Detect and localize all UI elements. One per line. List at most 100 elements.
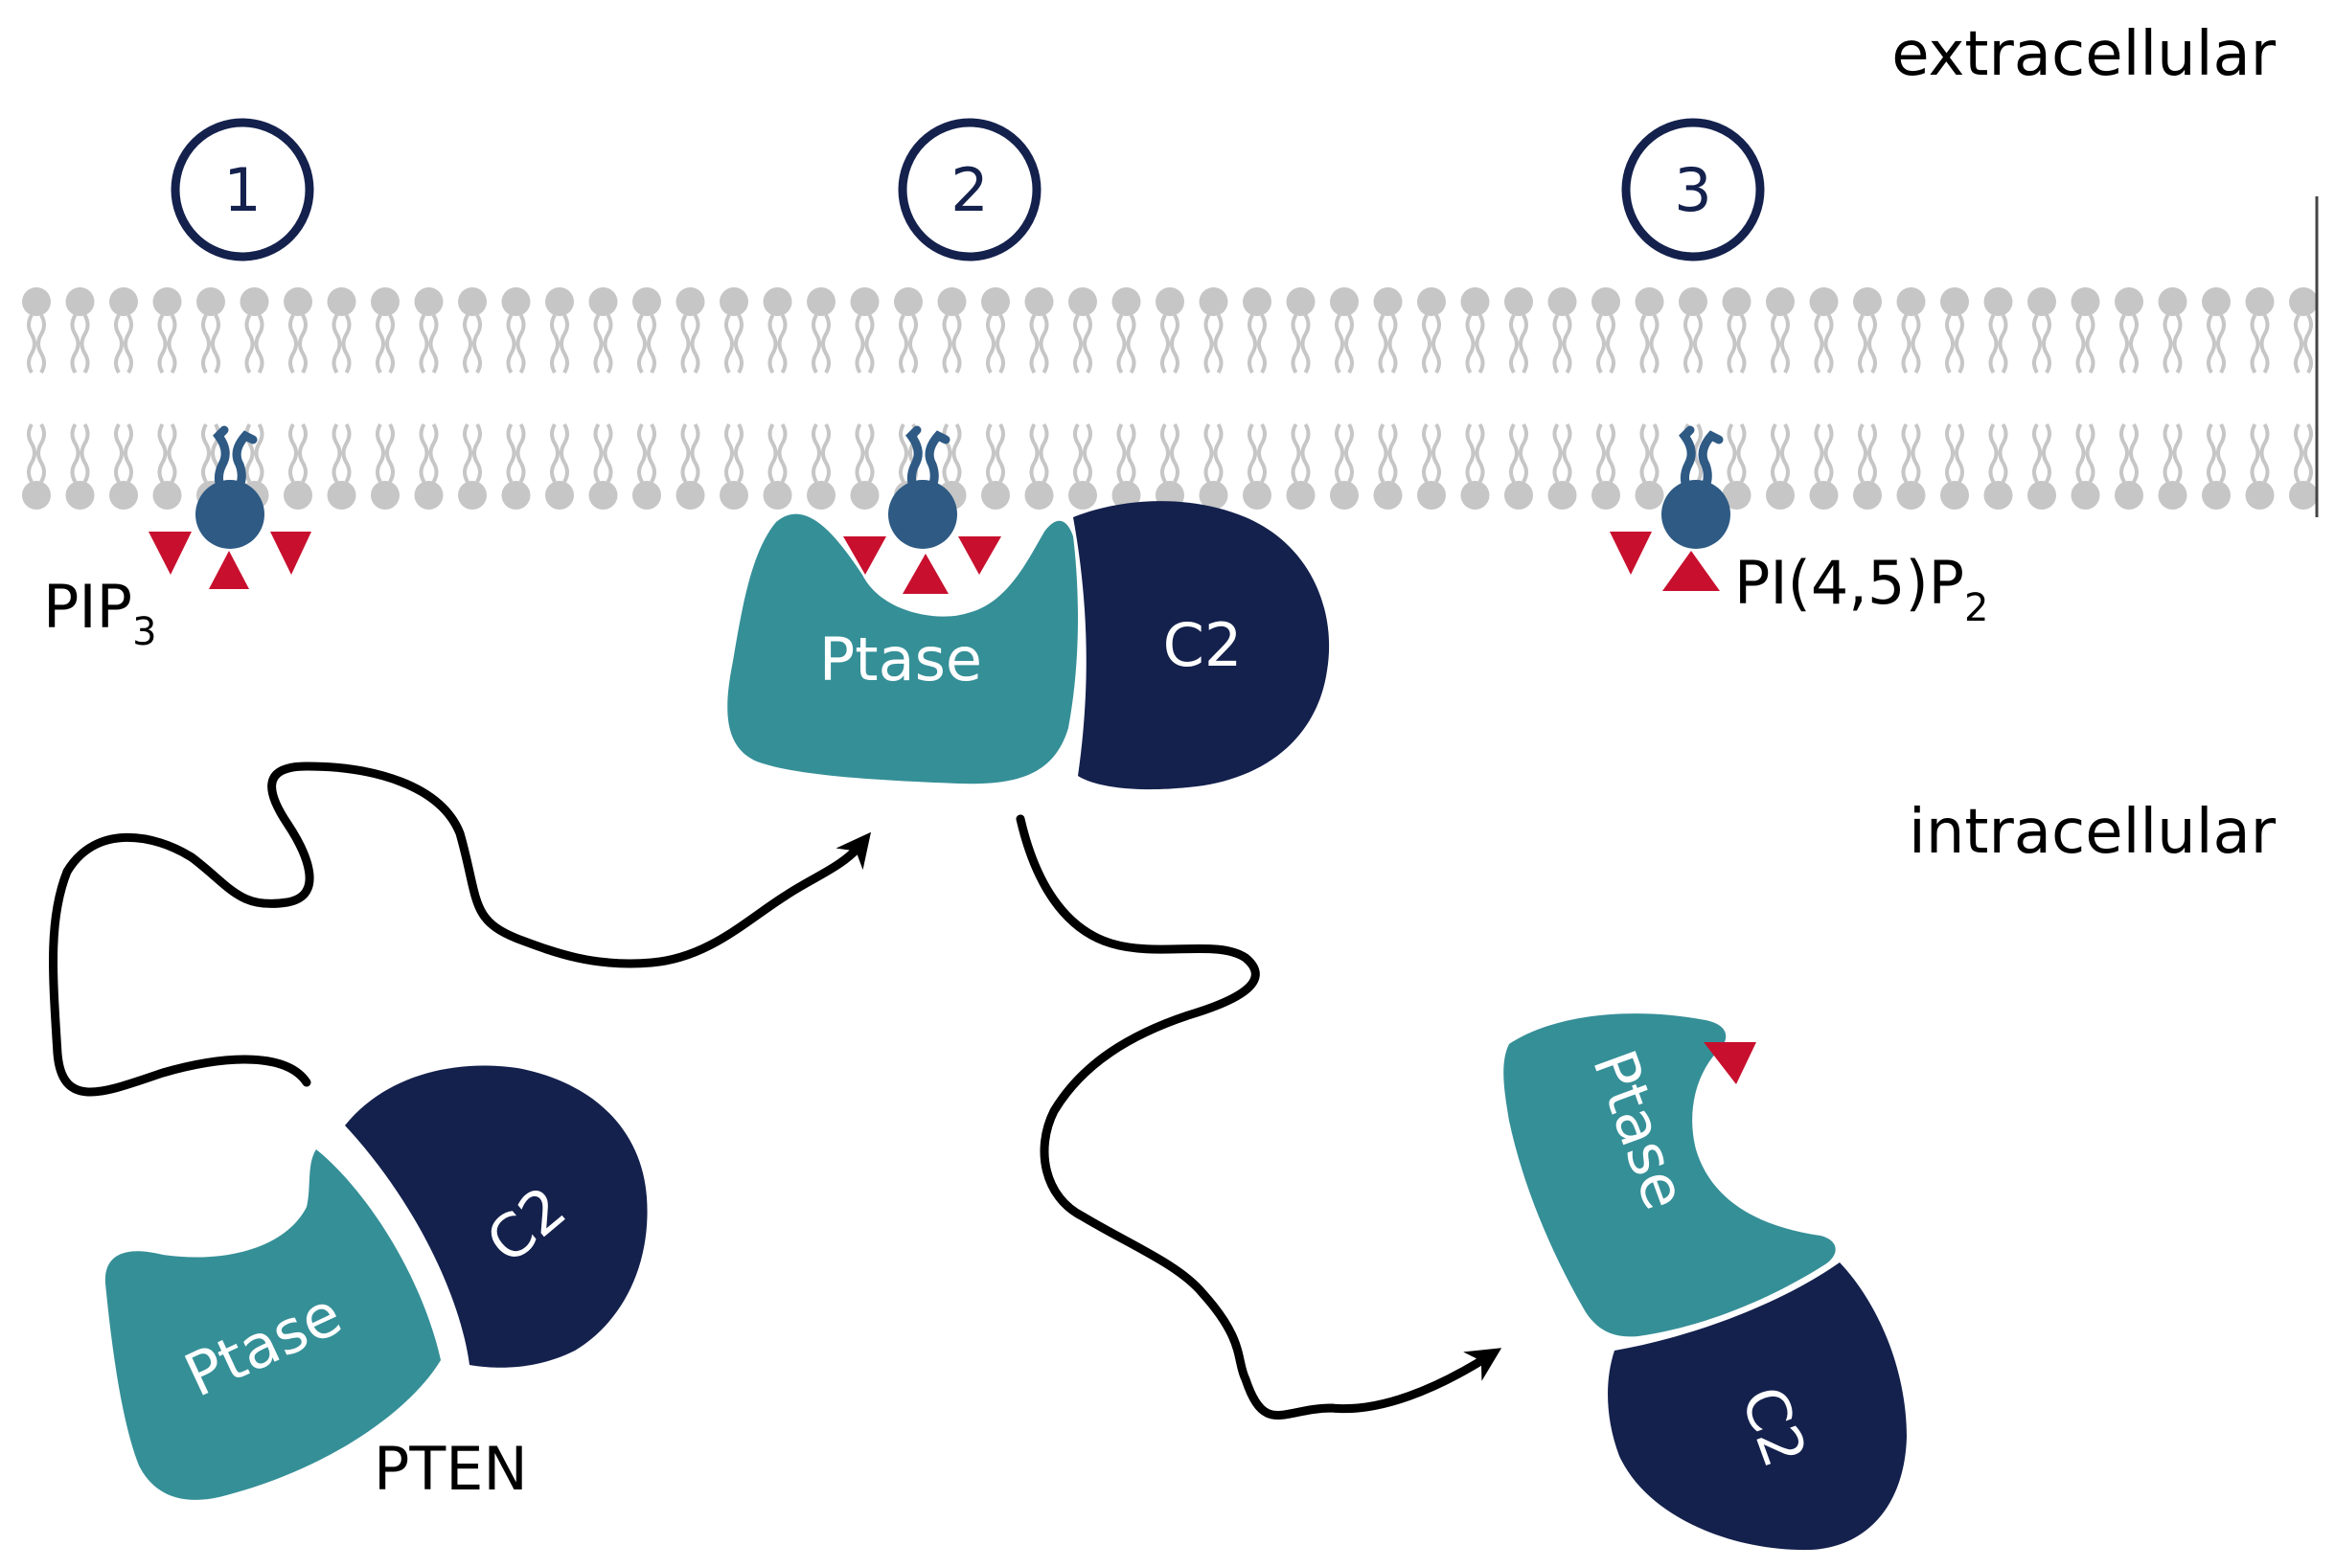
phospholipid-outer	[1110, 285, 1143, 375]
phospholipid-outer	[1154, 285, 1186, 375]
step-circle-1: 1	[171, 118, 314, 261]
phospholipid-outer	[1502, 285, 1535, 375]
phosphate-triangle	[1704, 1042, 1756, 1084]
phospholipid-outer	[1677, 285, 1709, 375]
phospholipid-inner	[2026, 422, 2058, 511]
pten-cytosolic: C2 Ptase	[104, 1065, 648, 1500]
c2-domain	[345, 1065, 648, 1368]
pi45p2-label-main: PI(4,5)P	[1734, 548, 1964, 618]
phospholipid-outer	[325, 285, 358, 375]
pi45p2-lipid	[1610, 430, 1730, 591]
phospholipid-outer	[2243, 285, 2277, 375]
step-circle-2: 2	[898, 118, 1042, 261]
phospholipid-outer	[1415, 285, 1448, 375]
phospholipid-inner	[2156, 422, 2189, 511]
phospholipid-outer	[1545, 285, 1579, 375]
phospholipid-inner	[718, 422, 750, 511]
phospholipid-inner	[805, 422, 837, 511]
phospholipid-inner	[979, 422, 1012, 511]
pip3-lipid	[149, 430, 311, 589]
phosphate-triangle	[843, 536, 1001, 594]
phospholipid-inner	[1022, 422, 1056, 511]
phosphate-triangle	[1610, 532, 1720, 591]
phospholipid-outer	[1938, 285, 1971, 375]
phospholipid-outer	[282, 285, 314, 375]
phospholipid-inner	[107, 422, 140, 511]
phospholipid-outer	[1590, 285, 1622, 375]
phospholipid-outer	[1807, 285, 1841, 375]
phospholipid-inner	[1981, 422, 2015, 511]
phospholipid-inner	[761, 422, 794, 511]
phospholipid-inner	[1154, 422, 1186, 511]
phospholipid-outer	[761, 285, 794, 375]
phospholipid-outer	[979, 285, 1012, 375]
pten-membrane-bound: Ptase C2	[727, 430, 1330, 790]
phospholipid-inner	[1371, 422, 1405, 511]
pten-released: Ptase C2	[1503, 1013, 1907, 1551]
phospholipid-outer	[2156, 285, 2189, 375]
phosphate-triangle	[149, 532, 311, 589]
phospholipid-inner	[1851, 422, 1884, 511]
phospholipid-inner	[586, 422, 620, 511]
phospholipid-outer	[412, 285, 446, 375]
phospholipid-outer	[195, 285, 227, 375]
c2-domain	[1608, 1262, 1907, 1551]
phospholipid-outer	[2069, 285, 2102, 375]
phospholipid-outer	[2200, 285, 2232, 375]
phospholipid-inner	[1938, 422, 1971, 511]
phospholipid-inner	[2287, 422, 2320, 511]
phospholipid-outer	[1328, 285, 1361, 375]
phospholipid-inner	[1241, 422, 1273, 511]
phospholipid-inner	[674, 422, 707, 511]
phospholipid-outer	[1720, 285, 1753, 375]
phospholipid-inner	[1066, 422, 1099, 511]
phospholipid-outer	[935, 285, 969, 375]
phospholipid-outer	[2287, 285, 2320, 375]
ptase-domain	[1503, 1013, 1836, 1337]
phospholipid-outer	[2113, 285, 2145, 375]
step-number-2: 2	[950, 155, 988, 225]
diffusion-arrow-from-membrane	[1016, 814, 1502, 1420]
diffusion-arrow-to-membrane	[49, 761, 872, 1097]
phospholipid-inner	[63, 422, 97, 511]
phospholipid-outer	[1241, 285, 1273, 375]
phospholipid-outer	[456, 285, 489, 375]
phospholipid-inner	[20, 422, 53, 511]
ptase-domain	[104, 1149, 441, 1500]
ptase-label: Ptase	[819, 625, 982, 694]
pi45p2-label: PI(4,5)P2	[1734, 548, 1989, 630]
phospholipid-inner	[1197, 422, 1230, 511]
pip3-label-main: PIP	[43, 572, 132, 642]
phospholipid-inner	[1502, 422, 1535, 511]
phospholipid-outer	[892, 285, 925, 375]
membrane-bilayer	[20, 285, 2320, 511]
phospholipid-outer	[499, 285, 533, 375]
phospholipid-inner	[1720, 422, 1753, 511]
phospholipid-inner	[325, 422, 358, 511]
phospholipid-outer	[1458, 285, 1492, 375]
phospholipid-outer	[1633, 285, 1666, 375]
phospholipid-inner	[1458, 422, 1492, 511]
phospholipid-outer	[630, 285, 663, 375]
phospholipid-inner	[499, 422, 533, 511]
phospholipid-outer	[1022, 285, 1056, 375]
phospholipid-outer	[1894, 285, 1928, 375]
phospholipid-inner	[848, 422, 881, 511]
pi45p2-label-sub: 2	[1964, 586, 1988, 630]
phospholipid-inner	[282, 422, 314, 511]
phospholipid-outer	[150, 285, 184, 375]
c2-domain	[1073, 501, 1330, 790]
phospholipid-outer	[1197, 285, 1230, 375]
phospholipid-outer	[1981, 285, 2015, 375]
phospholipid-inner	[1415, 422, 1448, 511]
phospholipid-inner	[456, 422, 489, 511]
phospholipid-inner	[1328, 422, 1361, 511]
phospholipid-outer	[586, 285, 620, 375]
phospholipid-inner	[1764, 422, 1797, 511]
phospholipid-inner	[2243, 422, 2277, 511]
step-number-1: 1	[223, 155, 261, 225]
phospholipid-outer	[2026, 285, 2058, 375]
phospholipid-outer	[674, 285, 707, 375]
phospholipid-outer	[805, 285, 837, 375]
phospholipid-inner	[543, 422, 576, 511]
